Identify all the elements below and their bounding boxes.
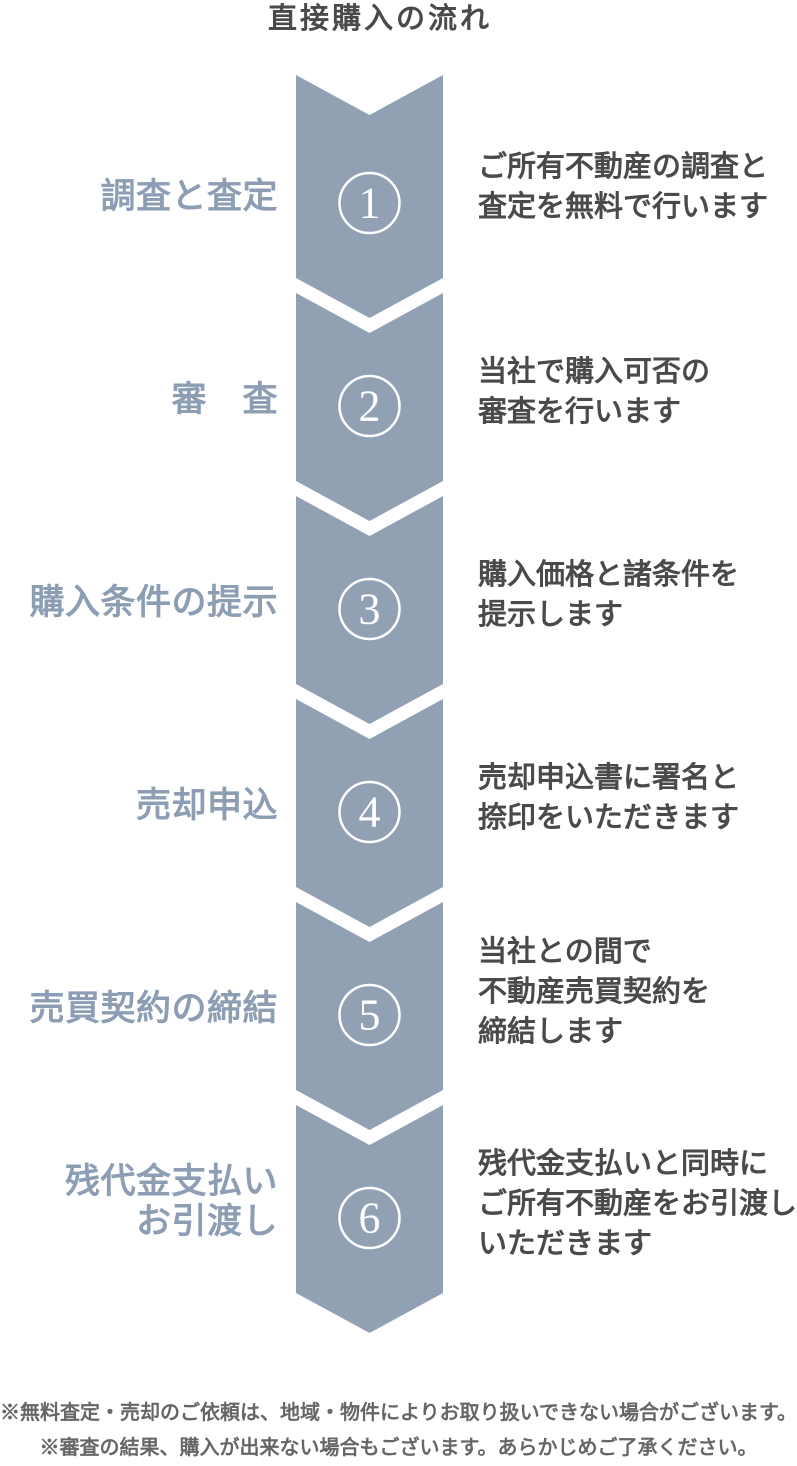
step-3-label: 購入条件の提示 — [29, 583, 278, 622]
step-4-badge-circle — [338, 780, 401, 844]
flow-arrow: 1 2 3 4 5 6 — [296, 75, 443, 1333]
step-4-label: 売却申込 — [135, 786, 278, 825]
step-6-badge-number: 6 — [359, 1194, 381, 1243]
footnote-line-1: ※無料査定・売却のご依頼は、地域・物件によりお取り扱いできない場合がございます。 — [0, 1402, 797, 1424]
step-6-badge-circle — [338, 1186, 401, 1250]
step-3-badge: 3 — [338, 577, 401, 641]
step-6-badge: 6 — [338, 1186, 401, 1250]
step-5-description: 当社との間で 不動産売買契約を 締結します — [478, 936, 711, 1048]
step-1-description: ご所有不動産の調査と 査定を無料で行います — [478, 151, 769, 223]
chevron-segment-6 — [296, 1105, 443, 1333]
step-5-badge: 5 — [338, 983, 401, 1047]
step-5-label: 売買契約の締結 — [29, 989, 278, 1028]
step-1-badge-circle — [338, 171, 401, 235]
step-2-badge-circle — [338, 374, 401, 438]
step-1-badge: 1 — [338, 171, 401, 235]
chevron-segment-5 — [296, 902, 443, 1130]
chevron-segment-3 — [296, 496, 443, 724]
step-6-description: 残代金支払いと同時に ご所有不動産をお引渡し いただきます — [478, 1148, 797, 1260]
step-2-badge: 2 — [338, 374, 401, 438]
step-3-badge-circle — [338, 577, 401, 641]
step-1-label: 調査と査定 — [100, 177, 278, 216]
step-2-badge-number: 2 — [359, 382, 381, 431]
step-4-badge: 4 — [338, 780, 401, 844]
step-3-badge-number: 3 — [359, 585, 381, 634]
step-4-badge-number: 4 — [359, 788, 381, 837]
step-2-label: 審 査 — [171, 380, 278, 419]
step-4-description: 売却申込書に署名と 捺印をいただきます — [478, 762, 740, 834]
step-1-badge-number: 1 — [359, 179, 381, 228]
chevron-segment-4 — [296, 699, 443, 927]
chevron-segment-1 — [296, 75, 443, 318]
footnote-line-2: ※審査の結果、購入が出来ない場合もございます。あらかじめご了承ください。 — [39, 1437, 758, 1459]
step-2-description: 当社で購入可否の 審査を行います — [478, 356, 711, 428]
step-5-badge-number: 5 — [359, 991, 381, 1040]
page-title: 直接購入の流れ — [267, 3, 492, 35]
step-3-description: 購入価格と諸条件を 提示します — [478, 559, 740, 631]
chevron-segment-2 — [296, 293, 443, 521]
footnotes: ※無料査定・売却のご依頼は、地域・物件によりお取り扱いできない場合がございます。… — [0, 1396, 797, 1466]
step-6-label: 残代金支払い お引渡し — [64, 1162, 278, 1241]
step-5-badge-circle — [338, 983, 401, 1047]
